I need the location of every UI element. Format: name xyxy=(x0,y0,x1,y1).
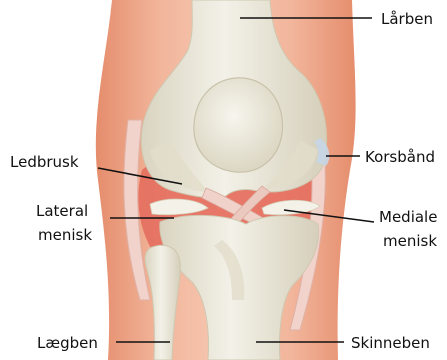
patella xyxy=(194,78,283,172)
label-cruciate-ligament: Korsbånd xyxy=(365,148,435,166)
label-fibula: Lægben xyxy=(37,334,98,352)
label-lateral-meniscus-line2: menisk xyxy=(38,226,92,244)
label-lateral-meniscus-line1: Lateral xyxy=(36,202,88,220)
label-femur: Lårben xyxy=(381,10,433,28)
label-tibia: Skinneben xyxy=(351,334,430,352)
label-cartilage: Ledbrusk xyxy=(10,153,79,171)
label-medial-meniscus-line1: Mediale xyxy=(379,208,437,226)
label-medial-meniscus-line2: menisk xyxy=(383,232,437,250)
